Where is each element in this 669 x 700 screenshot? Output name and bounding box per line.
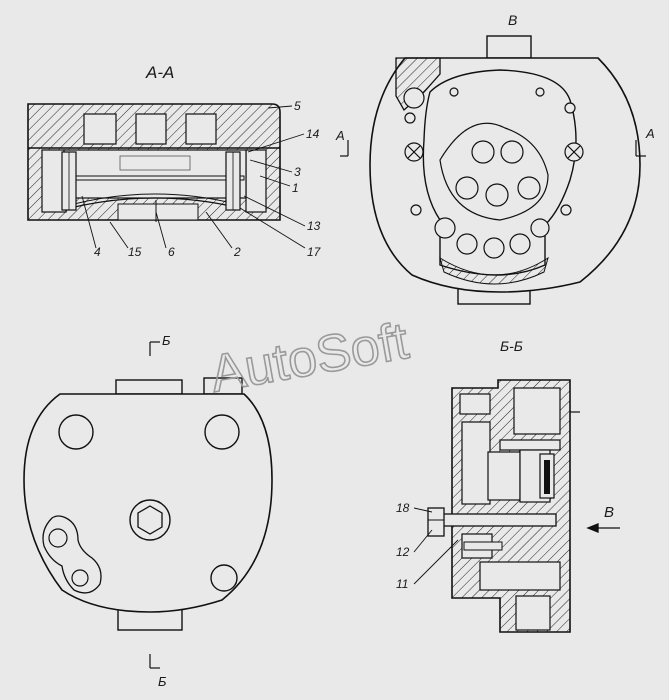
callout-15: 15 — [128, 245, 142, 259]
view-arrow-b-label: В — [604, 504, 614, 521]
section-aa: А-А — [27, 63, 322, 259]
view-b-title: В — [508, 12, 517, 28]
callout-18: 18 — [396, 501, 410, 515]
section-aa-title: А-А — [145, 63, 174, 82]
section-mark-b-top: Б — [162, 333, 171, 348]
callout-13: 13 — [307, 219, 321, 233]
section-bb: Б-Б В — [396, 338, 620, 633]
section-mark-a-right: А — [645, 126, 655, 141]
callout-1: 1 — [292, 181, 299, 195]
section-bb-title: Б-Б — [500, 338, 523, 354]
callout-11: 11 — [396, 577, 408, 591]
callout-5: 5 — [294, 99, 301, 113]
callout-14: 14 — [306, 127, 320, 141]
view-b: В — [335, 12, 655, 305]
callout-12: 12 — [396, 545, 410, 559]
watermark-logo: AutoSoft — [206, 312, 413, 404]
callout-3: 3 — [294, 165, 301, 179]
callout-4: 4 — [94, 245, 101, 259]
callout-17: 17 — [307, 245, 322, 259]
front-view: Б Б — [23, 333, 273, 689]
callout-6: 6 — [168, 245, 175, 259]
section-mark-b-bottom: Б — [158, 674, 167, 689]
section-mark-a-left: А — [335, 128, 345, 143]
callout-2: 2 — [233, 245, 241, 259]
